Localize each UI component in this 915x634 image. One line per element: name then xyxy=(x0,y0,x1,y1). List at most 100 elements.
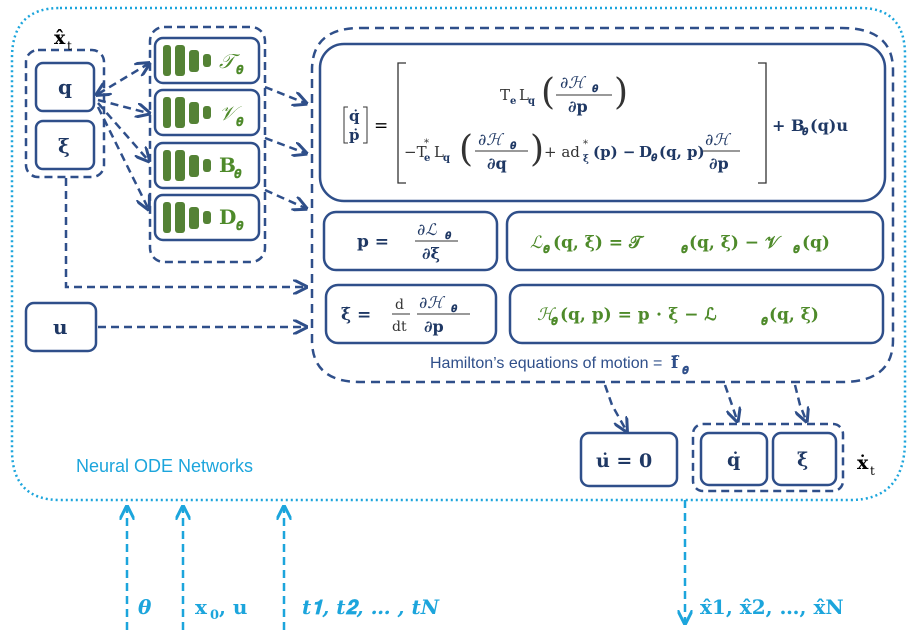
matrix-right-bracket xyxy=(758,62,767,184)
eq-row1-dH-theta: 𝜽 xyxy=(592,83,599,95)
eq-row2-D-args: (𝐪, 𝐩) xyxy=(659,143,705,161)
eq-equals: = xyxy=(374,116,388,136)
L-def-T-theta: 𝜽 xyxy=(681,243,688,256)
xidot-def-lhs: 𝛏̇ = xyxy=(341,305,371,325)
eq-pdot: 𝐩̇ xyxy=(349,126,360,144)
network-D-box xyxy=(153,193,261,242)
input-x0-rest: , 𝐮 xyxy=(219,595,247,619)
q-label: 𝐪 xyxy=(58,75,72,99)
xi-input-box xyxy=(34,119,96,171)
eq-row1-dH: ∂ℋ xyxy=(560,73,586,92)
H-def-H: ℋ xyxy=(537,305,557,325)
network-group-box xyxy=(148,25,267,264)
xidot-output-label: 𝛏̇ xyxy=(797,449,808,471)
H-def-L-theta: 𝜽 xyxy=(761,315,768,328)
state-dot-label: ẋ xyxy=(857,452,869,474)
L-definition-box xyxy=(505,210,885,272)
network-V-box xyxy=(153,88,261,137)
network-B-theta: 𝜽 xyxy=(234,167,242,181)
H-definition-box xyxy=(508,283,885,345)
eq-row2-dp: ∂𝐩 xyxy=(709,154,729,173)
u-label: 𝐮 xyxy=(53,315,68,339)
hamilton-fbar: 𝐟̄ xyxy=(671,353,680,373)
state-label: x̂ xyxy=(54,27,66,49)
eq-row1-sub-q: 𝐪 xyxy=(528,96,535,107)
eq-row2-ad-star: * xyxy=(583,139,588,150)
p-definition-box xyxy=(322,210,499,272)
L-def-rest: (𝐪, 𝛏) = 𝒯 xyxy=(553,233,645,253)
nn-icon-B xyxy=(163,150,211,181)
u-input-box xyxy=(24,301,98,353)
L-def-L: ℒ xyxy=(530,233,543,253)
network-D-label: 𝐃 xyxy=(219,205,236,229)
qdot-output-box xyxy=(699,431,769,487)
vector-right-bracket xyxy=(363,106,368,144)
xidot-def-dH: ∂ℋ xyxy=(419,293,445,312)
input-theta: 𝜽 xyxy=(138,595,152,619)
state-dot-subscript: t xyxy=(870,464,875,478)
nn-icon-T xyxy=(163,45,211,76)
eq-row2-D: 𝐃 xyxy=(639,143,652,161)
output-sequence: 𝐱̂𝟏, 𝐱̂𝟐, …, 𝐱̂𝐍 xyxy=(700,595,844,619)
eq-row2-prefix: −T xyxy=(404,143,427,161)
state-group-box xyxy=(24,48,106,179)
p-def-dxi: ∂𝛏 xyxy=(422,244,440,263)
network-B-label: 𝐁 xyxy=(219,153,236,177)
neural-ode-boundary xyxy=(10,6,907,502)
eq-row2-sub-e: 𝐞 xyxy=(424,153,430,164)
H-def-rest: (𝐪, 𝐩) = 𝐩 ⋅ 𝛏 − ℒ xyxy=(560,305,717,325)
input-x0-sub: 𝟎 xyxy=(210,608,219,623)
eq-row1-L: L xyxy=(519,86,529,104)
eq-row2-ad-xi: 𝛏 xyxy=(583,154,589,165)
eq-row1-rparen: ) xyxy=(614,72,628,113)
H-def-rest2: (𝐪, 𝛏) xyxy=(769,305,819,325)
eq-plus-B: + 𝐁 xyxy=(772,116,805,135)
output-group-box xyxy=(691,422,845,493)
xidot-def-dp: ∂𝐩 xyxy=(424,317,444,336)
xidot-output-box xyxy=(771,431,838,487)
eq-row1-lparen: ( xyxy=(541,72,555,113)
network-T-box xyxy=(153,36,261,85)
network-D-theta: 𝜽 xyxy=(236,219,244,233)
lightblue-arrows xyxy=(127,500,685,630)
xi-label: 𝛏 xyxy=(58,134,70,158)
eq-B-args: (𝐪)𝐮 xyxy=(810,116,848,135)
eq-row1-T: T xyxy=(500,86,510,104)
eq-row2-star: * xyxy=(424,138,429,149)
udot-label: 𝐮̇ = 𝟎 xyxy=(596,450,652,472)
eq-row2-dH-theta: 𝜽 xyxy=(510,140,517,152)
eq-qdot: 𝐪̇ xyxy=(349,107,360,125)
state-subscript: t xyxy=(67,39,72,53)
nn-icon-D xyxy=(163,202,211,233)
hamilton-group-box xyxy=(310,26,895,384)
L-def-theta: 𝜽 xyxy=(543,243,550,256)
qdot-output-label: 𝐪̇ xyxy=(727,449,740,471)
p-def-dL-theta: 𝜽 xyxy=(445,230,452,242)
xidot-def-dt: dt xyxy=(392,319,407,335)
eq-row1-dp: ∂𝐩 xyxy=(568,97,588,116)
network-V-theta: 𝜽 xyxy=(236,115,244,129)
eq-row2-L: L xyxy=(434,143,444,161)
xidot-definition-box xyxy=(324,283,498,345)
matrix-left-bracket xyxy=(397,62,406,184)
eq-row2-sub-q: 𝐪 xyxy=(443,153,450,164)
xidot-def-d: d xyxy=(395,297,404,313)
eq-row2-rparen: ) xyxy=(530,129,544,170)
H-def-theta: 𝜽 xyxy=(551,315,558,328)
vector-left-bracket xyxy=(343,106,348,144)
L-def-rest3: (𝐪) xyxy=(802,233,830,253)
network-B-box xyxy=(153,141,261,190)
eq-B-theta: 𝜽 xyxy=(802,126,809,138)
network-T-theta: 𝜽 xyxy=(236,63,244,77)
eq-row2-lparen: ( xyxy=(459,129,473,170)
hamilton-caption: Hamilton’s equations of motion = xyxy=(430,355,662,372)
p-def-dL: ∂ℒ xyxy=(417,220,437,239)
p-def-lhs: 𝐩 = xyxy=(357,232,389,252)
eq-row2-dH-plain: ∂ℋ xyxy=(705,130,731,149)
eq-row2-dq: ∂𝐪 xyxy=(487,154,507,173)
navy-arrows xyxy=(64,64,806,430)
L-def-rest2: (𝐪, 𝛏) − 𝒱 xyxy=(689,233,782,253)
nn-icon-V xyxy=(163,97,211,128)
